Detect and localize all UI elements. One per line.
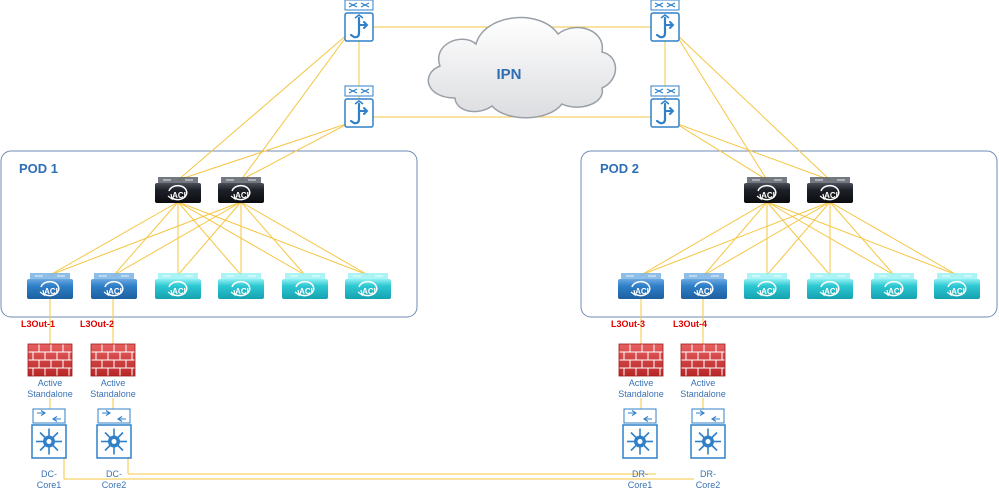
l3out-3-label: L3Out-3 (611, 319, 645, 329)
pod2-leaf-3: ACI (744, 273, 790, 299)
pod2-leaf-1: ACI (618, 273, 664, 299)
dr-core1-label-line1: DR- (632, 469, 648, 479)
aci-logo-text: ACI (698, 287, 712, 296)
fw3-label-line2: Standalone (618, 389, 664, 399)
pod1-leaf-6: ACI (345, 273, 391, 299)
link-pod2-spine2-leaf6 (829, 201, 958, 276)
fw3-label-line1: Active (629, 378, 654, 388)
links-layer (49, 26, 958, 480)
link-dr-ipn1-spine1 (674, 32, 768, 181)
pod1-label: POD 1 (19, 161, 58, 176)
link-pod1-spine2-leaf2 (113, 201, 242, 276)
l3out-2-label: L3Out-2 (80, 319, 114, 329)
fw4-label-line1: Active (691, 378, 716, 388)
link-dr-ipn2-spine2 (674, 122, 831, 181)
ipn-cloud: IPN (427, 16, 617, 119)
l3out-1-label: L3Out-1 (21, 319, 55, 329)
pod2-leaf-4: ACI (807, 273, 853, 299)
aci-logo-text: ACI (108, 287, 122, 296)
link-dc-ipn2-spine2 (240, 122, 350, 181)
dc-core1-label-line1: DC- (41, 469, 57, 479)
aci-logo-text: ACI (824, 191, 838, 200)
link-pod2-spine2-leaf3 (766, 201, 831, 276)
pod1-spine-1: ACI (155, 177, 201, 203)
firewall-dr-2 (680, 343, 726, 377)
leaf-switches: ACI ACI ACI ACI ACI ACI ACI ACI ACI ACI ACI ACI (27, 273, 980, 299)
aci-logo-text: ACI (888, 287, 902, 296)
link-dc-ipn1-spine2 (240, 32, 350, 181)
pod2-label: POD 2 (600, 161, 639, 176)
link-dr-ipn2-spine1 (674, 122, 768, 181)
link-pod2-spine2-leaf1 (640, 201, 831, 276)
spine-switches: ACI ACI ACI ACI (155, 177, 853, 203)
aci-logo-text: ACI (362, 287, 376, 296)
dc-core-1 (31, 408, 67, 459)
fw1-label-line1: Active (38, 378, 63, 388)
dr-core1-label-line2: Core1 (628, 480, 653, 490)
link-pod2-spine1-leaf1 (640, 201, 768, 276)
link-dr-ipn1-spine2 (674, 32, 831, 181)
pod2-leaf-5: ACI (871, 273, 917, 299)
link-pod1-spine2-leaf1 (49, 201, 242, 276)
aci-logo-text: ACI (172, 287, 186, 296)
firewall-dc-1 (27, 343, 73, 377)
link-pod1-spine2-leaf3 (177, 201, 242, 276)
aci-logo-text: ACI (761, 287, 775, 296)
pod2-leaf-2: ACI (681, 273, 727, 299)
aci-logo-text: ACI (235, 287, 249, 296)
aci-logo-text: ACI (635, 287, 649, 296)
link-dc-ipn1-spine1 (177, 32, 350, 181)
fw4-label-line2: Standalone (680, 389, 726, 399)
dr-core-1 (622, 408, 658, 459)
ipn-router-dr-top (650, 0, 680, 42)
ipn-label: IPN (496, 66, 521, 83)
pod1-leaf-3: ACI (155, 273, 201, 299)
firewall-dc-2 (90, 343, 136, 377)
ipn-router-dr-bottom (650, 85, 680, 128)
aci-logo-text: ACI (299, 287, 313, 296)
link-pod2-spine2-leaf5 (829, 201, 895, 276)
link-pod2-spine2-leaf2 (703, 201, 831, 276)
dc-core1-label-line2: Core1 (37, 480, 62, 490)
firewalls (27, 343, 726, 377)
core-switches (31, 408, 726, 459)
l3out-4-label: L3Out-4 (673, 319, 707, 329)
ipn-router-dc-top (344, 0, 374, 42)
aci-logo-text: ACI (44, 287, 58, 296)
link-pod1-spine2-leaf5 (240, 201, 306, 276)
pod2-leaf-6: ACI (934, 273, 980, 299)
link-pod1-spine2-leaf6 (240, 201, 369, 276)
dc-core2-label-line2: Core2 (102, 480, 127, 490)
fw1-label-line2: Standalone (27, 389, 73, 399)
aci-logo-text: ACI (951, 287, 965, 296)
aci-logo-text: ACI (761, 191, 775, 200)
pod1-leaf-1: ACI (27, 273, 73, 299)
pod2-spine-1: ACI (744, 177, 790, 203)
firewall-dr-1 (618, 343, 664, 377)
pod1-leaf-2: ACI (91, 273, 137, 299)
dr-core-2 (690, 408, 726, 459)
ipn-routers (344, 0, 680, 128)
pod1-leaf-5: ACI (282, 273, 328, 299)
dc-core2-label-line1: DC- (106, 469, 122, 479)
pod1-leaf-4: ACI (218, 273, 264, 299)
pod1-spine-2: ACI (218, 177, 264, 203)
fw2-label-line2: Standalone (90, 389, 136, 399)
pod2-spine-2: ACI (807, 177, 853, 203)
link-pod1-spine1-leaf1 (49, 201, 179, 276)
fw2-label-line1: Active (101, 378, 126, 388)
dr-core2-label-line1: DR- (700, 469, 716, 479)
aci-logo-text: ACI (824, 287, 838, 296)
link-dc-ipn2-spine1 (177, 122, 350, 181)
dr-core2-label-line2: Core2 (696, 480, 721, 490)
aci-logo-text: ACI (235, 191, 249, 200)
dc-core-2 (96, 408, 132, 459)
aci-logo-text: ACI (172, 191, 186, 200)
ipn-router-dc-bottom (344, 85, 374, 128)
